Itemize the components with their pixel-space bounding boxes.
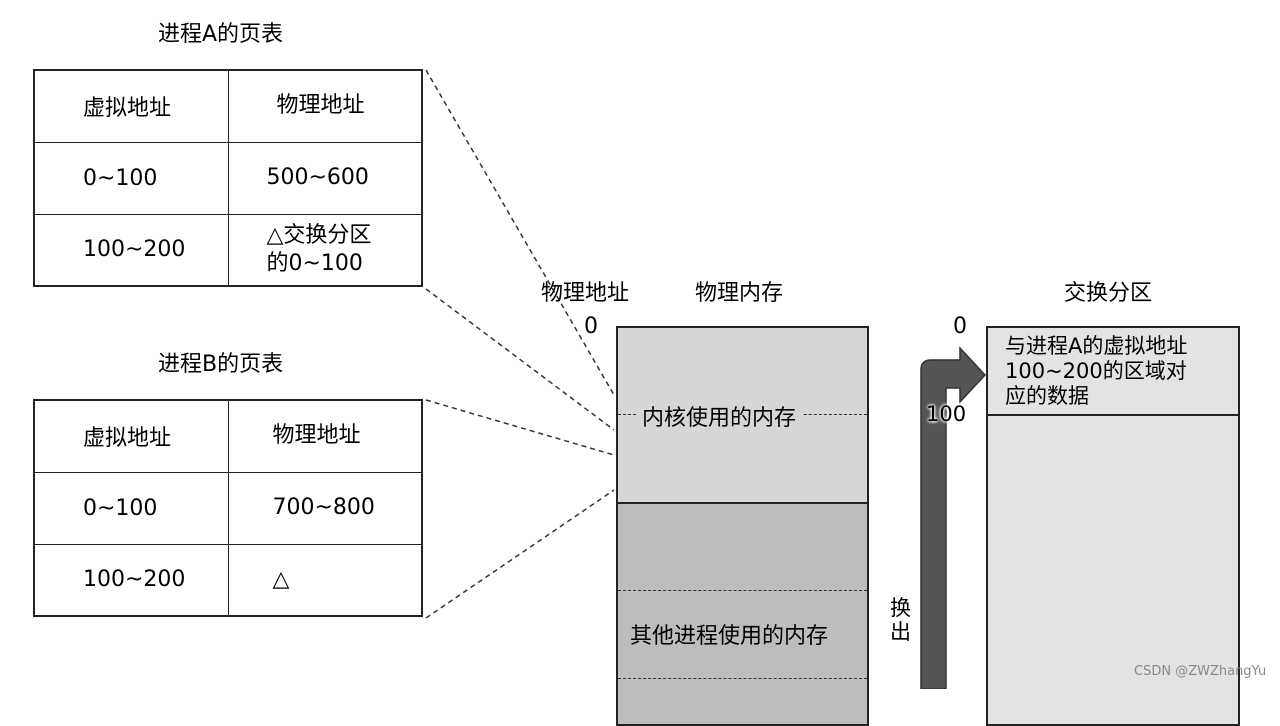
header-physical-address: 物理地址 [227,69,423,143]
table-cell: 100~200 [33,213,229,287]
table-row: 虚拟地址 物理地址 [33,399,423,473]
tableA-top-connector [425,69,615,396]
physical-memory-title: 物理内存 [695,281,784,306]
tableB: 虚拟地址 物理地址 0~100 700~800 100~200 △ [33,399,423,617]
tableB-title: 进程B的页表 [158,352,284,377]
table-cell: 0~100 [33,471,229,545]
physical-address-label: 物理地址 [541,281,630,306]
swap-out-arrow [920,346,987,689]
header-virtual-address: 虚拟地址 [33,399,229,473]
header-physical-address: 物理地址 [227,399,423,473]
swap-zero-label: 0 [953,314,967,339]
swap-divider [988,414,1238,416]
other-memory-label: 其他进程使用的内存 [630,624,829,649]
tableA: 虚拟地址 物理地址 0~100 500~600 100~200 △交换分区 的0… [33,69,423,287]
header-virtual-address: 虚拟地址 [33,69,229,143]
tableA-title: 进程A的页表 [158,22,284,47]
other-divider-bottom [618,678,867,679]
physical-memory-block [616,326,869,726]
swap-mark-label: 100 [926,402,967,426]
kernel-memory-label: 内核使用的内存 [636,400,803,432]
table-row: 100~200 △ [33,543,423,617]
table-row: 0~100 700~800 [33,471,423,545]
other-divider-top [618,590,867,591]
tableB-top-connector [425,399,615,456]
swap-out-label: 换出 [890,596,911,644]
table-cell: 100~200 [33,543,229,617]
connector-lines [425,69,987,689]
tableB-bottom-connector [425,489,615,619]
tableA-bottom-connector [425,288,615,431]
table-cell: △ [227,543,423,617]
swap-partition-block [986,326,1240,726]
table-cell: 500~600 [227,141,423,215]
table-row: 虚拟地址 物理地址 [33,69,423,143]
table-cell: 0~100 [33,141,229,215]
table-row: 0~100 500~600 [33,141,423,215]
table-row: 100~200 △交换分区 的0~100 [33,213,423,287]
swap-title: 交换分区 [1064,281,1153,306]
table-cell: △交换分区 的0~100 [227,213,423,287]
memory-zero-label: 0 [584,314,598,339]
watermark: CSDN @ZWZhangYu [1134,664,1267,679]
table-cell: 700~800 [227,471,423,545]
swap-data-label: 与进程A的虚拟地址 100~200的区域对 应的数据 [1005,334,1188,408]
